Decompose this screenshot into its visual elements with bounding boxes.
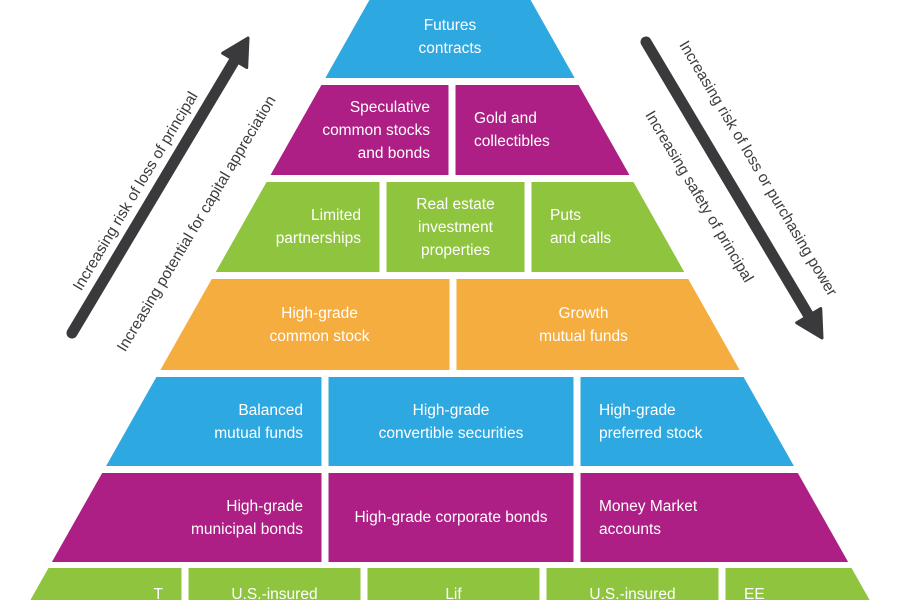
pyramid-row-5-cell-2 [328,377,574,466]
pyramid-label: High-grade preferred stock [599,401,703,442]
pyramid-row-7-cell-3 [367,568,540,600]
pyramid-label: Speculative common stocks and bonds [322,98,430,162]
pyramid-row-3-cell-3 [531,182,685,272]
pyramid-label: High-grade municipal bonds [190,497,303,538]
pyramid-label: Lif [445,586,462,603]
right-arrow-head-icon [795,306,824,340]
pyramid-label: High-grade corporate bonds [354,509,548,526]
pyramid-row-2-cell-2 [455,85,630,175]
pyramid-row-7-cell-2 [188,568,361,600]
pyramid-label: T [153,586,163,603]
pyramid-label: Money Market accounts [599,497,698,538]
pyramid-row-2-cell-1 [270,85,449,175]
pyramid-label: U.S.-insured [231,586,318,603]
pyramid-row-1-cell-1 [325,0,575,78]
pyramid-row-7-cell-5 [725,568,870,600]
pyramid-row-5-cell-3 [580,377,794,466]
pyramid-label: Balanced mutual funds [214,401,303,442]
pyramid-row-4-cell-1 [160,279,450,370]
pyramid-row-5-cell-1 [106,377,322,466]
pyramid-label: Limited partnerships [275,207,361,247]
pyramid-label: Gold and collectibles [474,110,550,150]
left-arrow-head-icon [221,36,250,70]
pyramid-label: Futures contracts [418,16,482,57]
pyramid-row-3-cell-2 [386,182,525,272]
pyramid-row-6-cell-3 [580,473,849,562]
pyramid-label: Real estate investment properties [416,195,495,259]
pyramid-label: High-grade common stock [269,304,370,345]
pyramid-row-7-cell-4 [546,568,719,600]
right-arrow-shaft [640,36,816,323]
pyramid-label: High-grade convertible securities [378,401,524,442]
pyramid-row-4-cell-2 [456,279,740,370]
pyramid-label: U.S.-insured [589,586,676,603]
pyramid-label: Puts and calls [550,207,612,247]
left-arrow-shaft [66,53,242,339]
pyramid-row-7-cell-1 [30,568,182,600]
pyramid-row-6-cell-1 [51,473,322,562]
pyramid-row-3-cell-1 [215,182,380,272]
pyramid-row-6-cell-2 [328,473,574,562]
pyramid-label: EE [744,586,765,603]
pyramid-label: Growth mutual funds [539,304,628,345]
